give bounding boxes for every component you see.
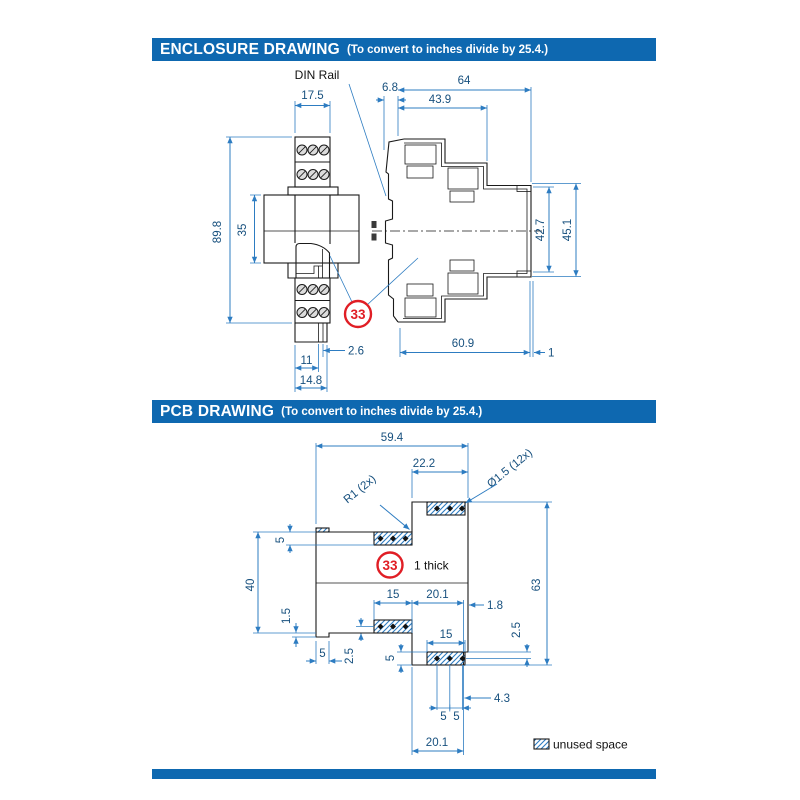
dim-pcb-bottom-width2: 20.1 [426,737,448,749]
dim-side-upper-depth: 43.9 [429,94,451,106]
pcb-balloon-number: 33 [382,558,398,573]
terminal-cavities [404,144,479,318]
dim-pcb-top-strip: 5 [275,537,287,543]
dim-pcb-hatch-bottom-width: 15 [440,629,453,641]
dim-side-front-height-inner: 42.7 [535,219,547,241]
dim-pcb-hatch-bottom-height: 5 [385,655,397,661]
enclosure-side-view [371,138,542,323]
din-rail-flange-mark [371,233,377,241]
dim-pcb-hatch-left-width: 15 [387,589,400,601]
enclosure-subtitle: (To convert to inches divide by 25.4.) [346,43,549,56]
dim-pcb-left-tab-height: 1.5 [281,608,293,624]
dim-pcb-right-offset: 2.5 [511,622,523,638]
dim-pcb-left-offset: 2.5 [344,648,356,664]
legend: unused space [533,738,628,752]
enclosure-title: ENCLOSURE DRAWING [160,40,340,58]
enclosure-balloon-number: 33 [350,307,366,322]
dim-pcb-left-tab-width: 5 [319,648,325,660]
dim-front-tab-outer: 14.8 [300,375,322,387]
enclosure-header-bar: ENCLOSURE DRAWING (To convert to inches … [152,38,656,61]
dim-front-slot: 2.6 [348,346,364,358]
dim-side-lower-depth: 60.9 [452,338,474,350]
dim-pcb-overall-height: 63 [531,579,543,592]
dim-side-front-height-outer: 45.1 [562,219,574,241]
pcb-balloon-33: 33 1 thick [376,551,450,579]
din-rail-label: DIN Rail [295,68,340,82]
note-hole-diameter: Ø1.5 (12x) [485,447,535,491]
pcb-corner-tab-hatch [315,527,330,533]
terminal-screws-bottom [296,284,330,318]
dim-pcb-hole-edge: 4.3 [494,693,510,705]
terminal-screws-top [296,144,330,180]
dim-pcb-pitch-a: 5 [440,711,446,723]
dim-pcb-overall-width: 59.4 [381,432,404,444]
pcb-title: PCB DRAWING [160,402,275,420]
dim-pcb-right-width: 22.2 [413,458,435,470]
dim-pcb-edge-step: 1.8 [487,600,503,612]
dim-pcb-left-height: 40 [245,579,257,592]
dim-side-depth: 64 [458,75,471,87]
note-corner-radius: R1 (2x) [342,473,379,506]
dim-pcb-pitch-b: 5 [453,711,459,723]
pcb-unused-space-hatches [373,501,466,666]
dim-front-body-height: 35 [237,224,249,237]
din-rail-flange-mark [371,221,377,228]
dim-front-tab-inner: 11 [301,355,313,367]
dim-side-rail-offset: 6.8 [382,82,398,94]
enclosure-balloon-33: 33 [329,255,419,329]
pcb-thickness-note: 1 thick [414,559,450,573]
dim-front-width: 17.5 [301,90,323,102]
enclosure-side-dimensions: DIN Rail 6.8 64 43.9 42.7 45.1 60.9 1 [295,68,581,360]
dim-side-lip: 1 [548,348,554,360]
dim-front-height: 89.8 [212,221,224,243]
pcb-subtitle: (To convert to inches divide by 25.4.) [281,405,483,418]
footer-rule [152,769,656,779]
dim-pcb-bottom-width: 20.1 [426,589,448,601]
enclosure-front-dimensions: 17.5 89.8 35 2.6 11 14.8 [212,90,364,392]
enclosure-front-view [263,136,360,343]
legend-label: unused space [553,738,628,752]
legend-hatch-swatch [533,738,550,750]
pcb-header-bar: PCB DRAWING (To convert to inches divide… [152,400,656,423]
pcb-dimensions: 59.4 22.2 R1 (2x) Ø1.5 (12x) 5 40 1.5 5 [245,432,552,755]
